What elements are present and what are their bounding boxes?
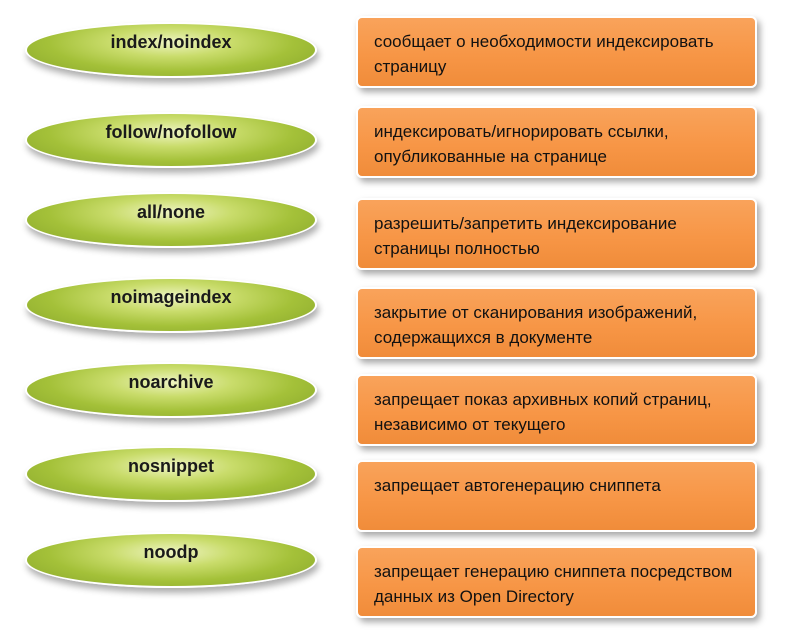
directive-description-box: запрещает показ архивных копий страниц, … bbox=[356, 374, 757, 446]
directive-description-box: сообщает о необходимости индексировать с… bbox=[356, 16, 757, 88]
directive-row: all/none разрешить/запретить индексирова… bbox=[0, 192, 785, 278]
directive-oval: follow/nofollow bbox=[25, 112, 317, 168]
directive-description: разрешить/запретить индексирование стран… bbox=[374, 214, 677, 258]
directive-description: сообщает о необходимости индексировать с… bbox=[374, 32, 714, 76]
directive-row: noimageindex закрытие от сканирования из… bbox=[0, 277, 785, 367]
directive-description-box: запрещает генерацию сниппета посредством… bbox=[356, 546, 757, 618]
directive-oval: all/none bbox=[25, 192, 317, 248]
directive-oval: noimageindex bbox=[25, 277, 317, 333]
directive-description: запрещает показ архивных копий страниц, … bbox=[374, 390, 712, 434]
directive-name: index/noindex bbox=[110, 32, 232, 52]
directive-oval: noodp bbox=[25, 532, 317, 588]
directive-description: запрещает автогенерацию сниппета bbox=[374, 476, 661, 495]
directive-name: all/none bbox=[136, 202, 205, 222]
directive-name: follow/nofollow bbox=[105, 122, 237, 142]
directive-description: закрытие от сканирования изображений, со… bbox=[374, 303, 698, 347]
directive-row: follow/nofollow индексировать/игнорирова… bbox=[0, 106, 785, 186]
directive-name: noodp bbox=[143, 542, 199, 562]
directive-name: noarchive bbox=[128, 372, 214, 392]
directive-row: noodp запрещает генерацию сниппета посре… bbox=[0, 532, 785, 626]
directive-row: noarchive запрещает показ архивных копий… bbox=[0, 362, 785, 454]
directive-oval: index/noindex bbox=[25, 22, 317, 78]
directive-description: запрещает генерацию сниппета посредством… bbox=[374, 562, 733, 606]
directive-description: индексировать/игнорировать ссылки, опубл… bbox=[374, 122, 669, 166]
directive-oval: nosnippet bbox=[25, 446, 317, 502]
directive-name: nosnippet bbox=[128, 456, 214, 476]
directive-oval: noarchive bbox=[25, 362, 317, 418]
directive-name: noimageindex bbox=[110, 287, 232, 307]
directive-description-box: запрещает автогенерацию сниппета bbox=[356, 460, 757, 532]
directive-description-box: разрешить/запретить индексирование стран… bbox=[356, 198, 757, 270]
directive-description-box: закрытие от сканирования изображений, со… bbox=[356, 287, 757, 359]
directive-row: nosnippet запрещает автогенерацию сниппе… bbox=[0, 446, 785, 540]
directive-row: index/noindex сообщает о необходимости и… bbox=[0, 16, 785, 96]
directive-description-box: индексировать/игнорировать ссылки, опубл… bbox=[356, 106, 757, 178]
